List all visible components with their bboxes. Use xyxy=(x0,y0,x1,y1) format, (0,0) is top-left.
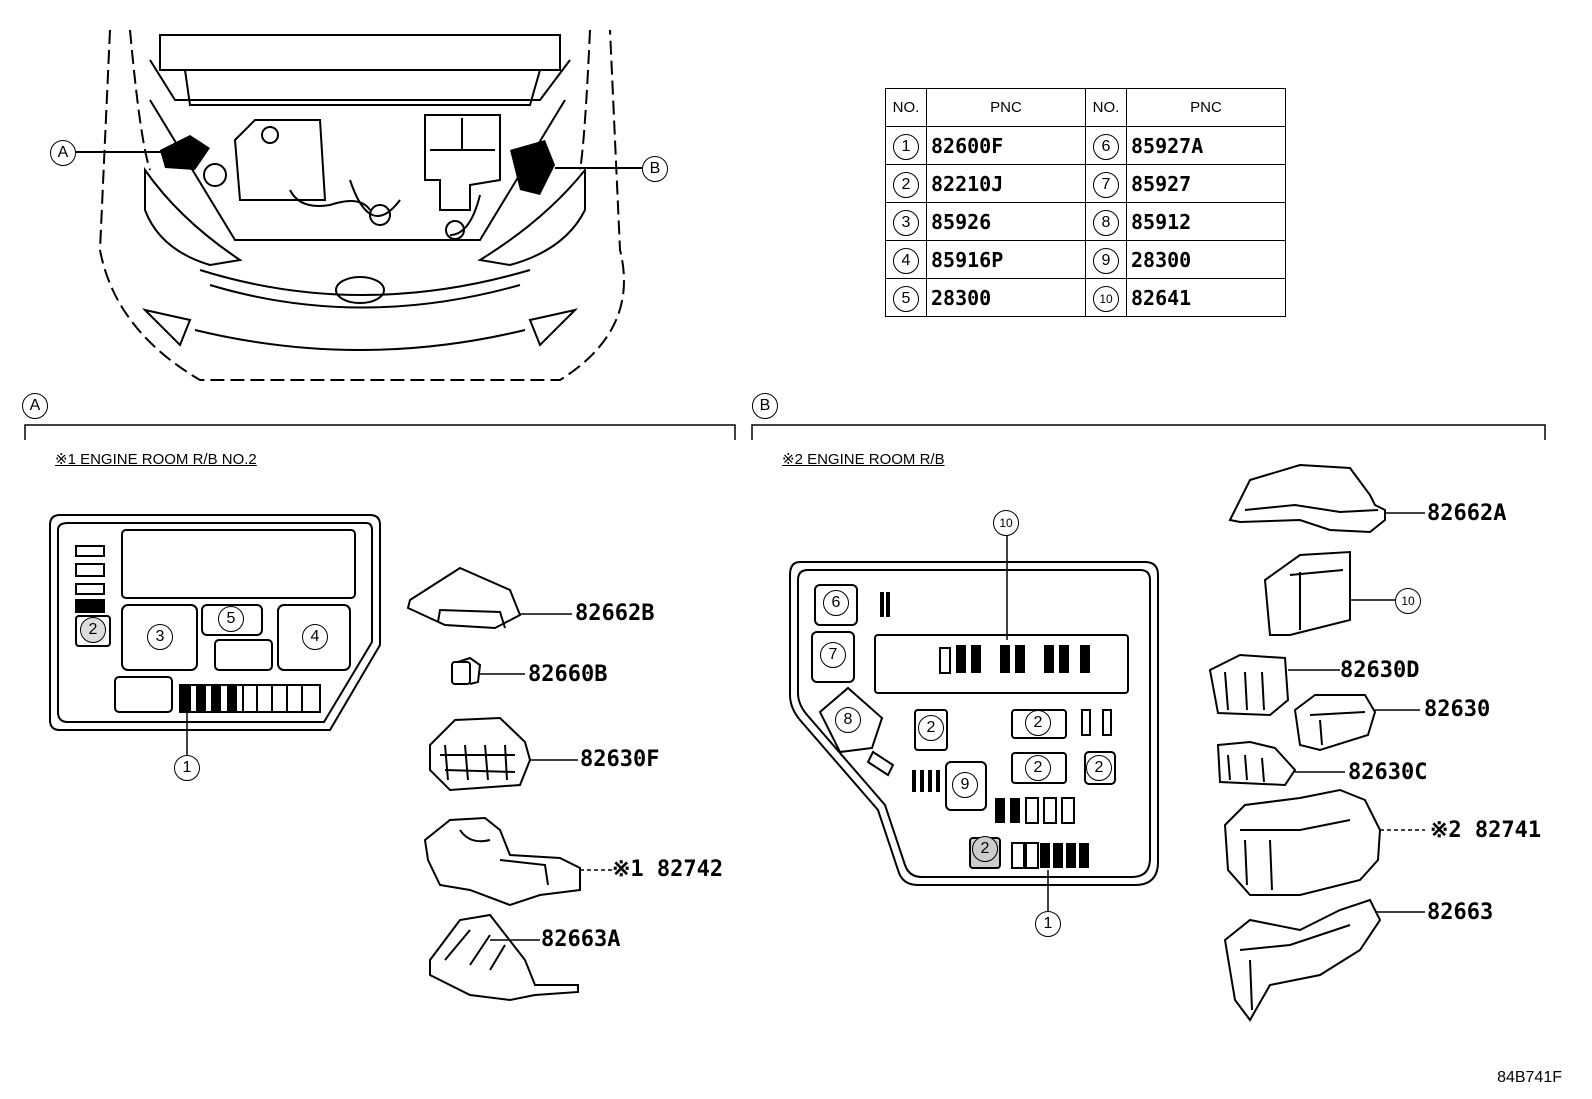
part-number: 82641 xyxy=(1126,278,1286,317)
box-b-number-2: 2 xyxy=(1086,755,1112,781)
box-a-number-4: 4 xyxy=(302,624,328,650)
part-label-82662a: 82662A xyxy=(1427,501,1507,526)
part-number: 28300 xyxy=(1126,240,1286,279)
section-a-marker: A xyxy=(22,393,48,419)
box-b-number-9: 9 xyxy=(952,772,978,798)
part-label-82742: ※1 82742 xyxy=(612,857,724,882)
table-row: 3 85926 8 85912 xyxy=(885,202,1286,241)
callout-a: A xyxy=(50,140,76,166)
box-a-number-5: 5 xyxy=(218,606,244,632)
row-number: 7 xyxy=(1093,171,1119,198)
box-b-number-10: 10 xyxy=(993,510,1019,536)
engine-room-rb-no2-drawing xyxy=(49,514,381,755)
box-b-number-2: 2 xyxy=(918,715,944,741)
section-a-title: ※1 ENGINE ROOM R/B NO.2 xyxy=(55,451,257,468)
header-no-left: NO. xyxy=(885,88,927,127)
table-row: 1 82600F 6 85927A xyxy=(885,126,1286,165)
part-number: 85927 xyxy=(1126,164,1286,203)
header-pnc-right: PNC xyxy=(1126,88,1286,127)
box-b-number-1: 1 xyxy=(1035,911,1061,937)
row-number: 3 xyxy=(893,209,919,236)
section-a-parts xyxy=(406,566,612,1002)
section-b-parts xyxy=(1208,463,1425,1022)
row-number: 9 xyxy=(1093,247,1119,274)
part-number: 28300 xyxy=(926,278,1086,317)
row-number: 6 xyxy=(1093,133,1119,160)
part-number: 82600F xyxy=(926,126,1086,165)
callout-b: B xyxy=(642,156,668,182)
table-row: 4 85916P 9 28300 xyxy=(885,240,1286,279)
part-number: 85916P xyxy=(926,240,1086,279)
car-front-illustration xyxy=(98,29,625,381)
table-row: 5 28300 10 82641 xyxy=(885,278,1286,317)
box-a-number-1: 1 xyxy=(174,755,200,781)
part-label-82630f: 82630F xyxy=(580,747,660,772)
table-row: 2 82210J 7 85927 xyxy=(885,164,1286,203)
row-number: 4 xyxy=(893,247,919,274)
header-no-right: NO. xyxy=(1085,88,1127,127)
part-number: 85927A xyxy=(1126,126,1286,165)
part-label-82741: ※2 82741 xyxy=(1430,818,1542,843)
box-a-number-2: 2 xyxy=(80,617,106,643)
part-number: 85912 xyxy=(1126,202,1286,241)
row-number: 2 xyxy=(893,171,919,198)
pnc-table: NO. PNC NO. PNC 1 82600F 6 85927A 2 8221… xyxy=(885,88,1286,317)
row-number: 10 xyxy=(1093,285,1119,312)
box-b-number-8: 8 xyxy=(835,707,861,733)
part-label-82630d: 82630D xyxy=(1340,658,1420,683)
part-number: 85926 xyxy=(926,202,1086,241)
section-b-title: ※2 ENGINE ROOM R/B xyxy=(782,451,945,468)
box-b-number-6: 6 xyxy=(823,590,849,616)
part-number: 82210J xyxy=(926,164,1086,203)
row-number: 5 xyxy=(893,285,919,312)
part-label-82660b: 82660B xyxy=(528,662,608,687)
part-label-82662b: 82662B xyxy=(575,601,655,626)
box-b-number-2: 2 xyxy=(1025,755,1051,781)
part-label-82663a: 82663A xyxy=(541,927,621,952)
row-number: 8 xyxy=(1093,209,1119,236)
part-label-82630c: 82630C xyxy=(1348,760,1428,785)
box-b-number-2: 2 xyxy=(1025,710,1051,736)
diagram-code: 84B741F xyxy=(1497,1069,1562,1086)
box-a-number-3: 3 xyxy=(147,624,173,650)
box-b-number-7: 7 xyxy=(820,642,846,668)
part-callout-10: 10 xyxy=(1395,588,1421,614)
table-header-row: NO. PNC NO. PNC xyxy=(885,88,1286,127)
part-label-82630: 82630 xyxy=(1424,697,1491,722)
box-b-number-2: 2 xyxy=(972,836,998,862)
row-number: 1 xyxy=(893,133,919,160)
header-pnc-left: PNC xyxy=(926,88,1086,127)
section-b-marker: B xyxy=(752,393,778,419)
part-label-82663: 82663 xyxy=(1427,900,1494,925)
